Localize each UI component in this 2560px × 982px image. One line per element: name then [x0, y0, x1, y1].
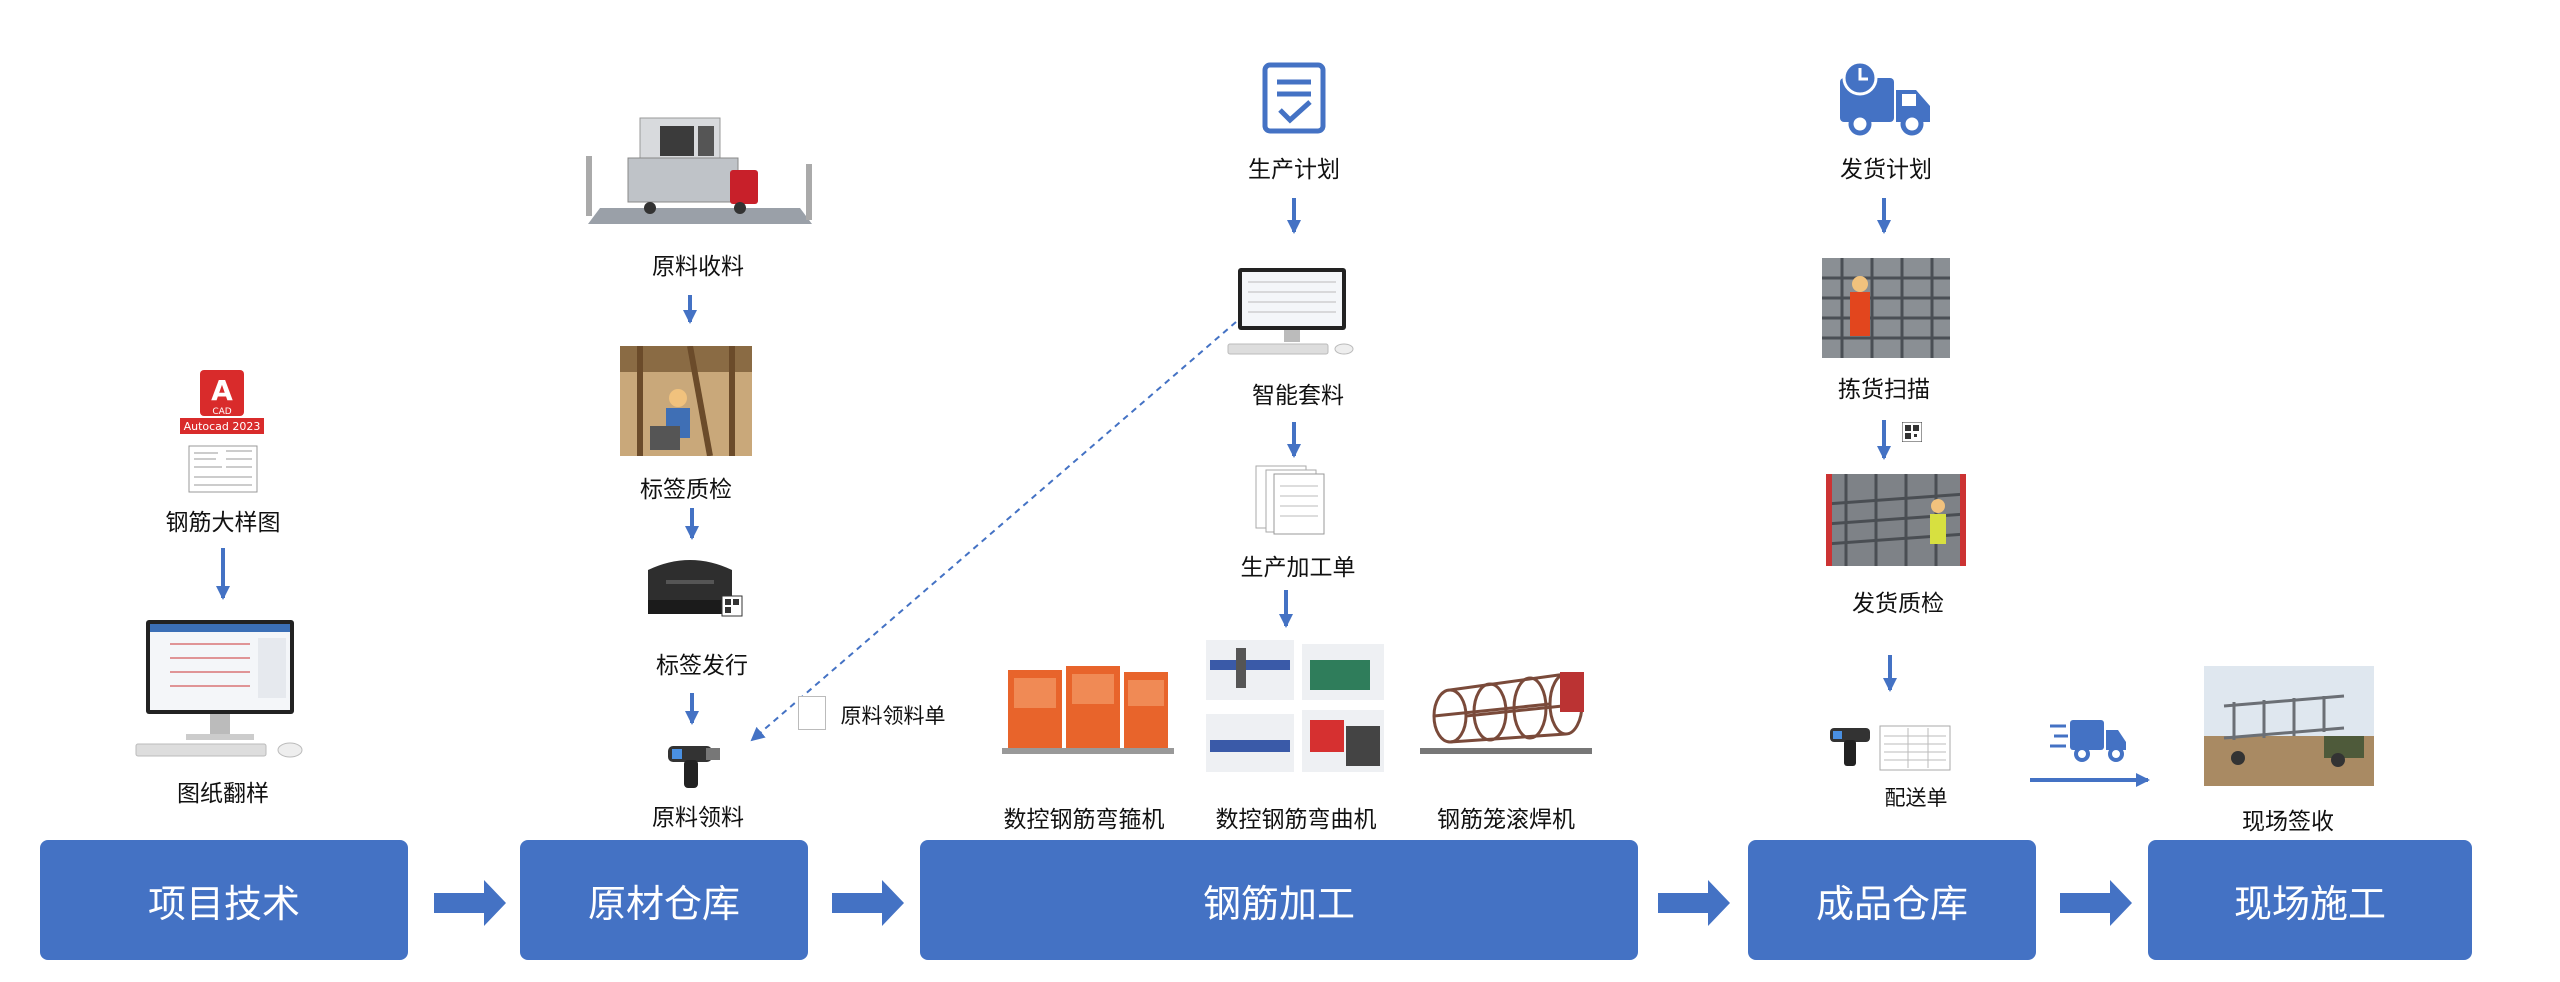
shipping-qc-photo [1825, 474, 1967, 566]
document-icon [798, 696, 826, 730]
node-label-drawing-review: 图纸翻样 [177, 781, 269, 807]
handheld-scanner-icon [666, 740, 724, 790]
node-label-shipping-qc: 发货质检 [1852, 591, 1944, 617]
stage-box-project-tech[interactable]: 项目技术 [40, 840, 408, 960]
autocad-logo: A CAD Autocad 2023 [180, 370, 264, 434]
site-receipt-photo [2204, 666, 2374, 786]
node-label-smart-nesting: 智能套料 [1252, 383, 1344, 409]
order-sheets-icon [1254, 464, 1326, 536]
stage-label: 成品仓库 [1815, 881, 1968, 926]
svg-text:CAD: CAD [212, 407, 231, 417]
cage-welder-image [1420, 664, 1592, 764]
stage-box-site-construction[interactable]: 现场施工 [2148, 840, 2472, 960]
node-label-label-issue: 标签发行 [656, 653, 748, 679]
stirrup-bender-image [1002, 660, 1174, 760]
stage-label: 现场施工 [2233, 881, 2386, 926]
stage-box-raw-warehouse[interactable]: 原材仓库 [520, 840, 808, 960]
node-label-shipping-plan: 发货计划 [1840, 157, 1932, 183]
svg-text:A: A [211, 374, 233, 407]
inspection-photo [620, 345, 752, 457]
machine-label-cage-welder: 钢筋笼滚焊机 [1437, 807, 1575, 833]
delivery-truck-clock-icon [1838, 60, 1932, 136]
checklist-icon [1262, 62, 1326, 134]
stage-box-finished-warehouse[interactable]: 成品仓库 [1748, 840, 2036, 960]
monitor-icon [130, 618, 310, 760]
truck-scale-image [580, 108, 820, 230]
qr-code-icon [1901, 421, 1923, 443]
node-label-pick-sheet: 原料领料单 [840, 704, 946, 728]
machine-label-stirrup-bender: 数控钢筋弯箍机 [1003, 807, 1165, 833]
node-label-raw-pick: 原料领料 [652, 805, 744, 831]
stage-label: 原材仓库 [587, 881, 740, 926]
scanner-delivery-sheet-icon [1830, 724, 1952, 774]
node-label-production-plan: 生产计划 [1248, 157, 1340, 183]
label-printer-icon [640, 550, 744, 626]
stage-label: 钢筋加工 [1202, 881, 1355, 926]
fast-truck-icon [2050, 716, 2128, 764]
node-label-production-order: 生产加工单 [1240, 555, 1356, 581]
stage-box-rebar-processing[interactable]: 钢筋加工 [920, 840, 1638, 960]
node-label-receiving: 原料收料 [652, 254, 744, 280]
node-label-label-qc: 标签质检 [640, 477, 732, 503]
computer-icon [1226, 266, 1358, 358]
bending-machines-image [1206, 640, 1386, 774]
node-label-drawing: 钢筋大样图 [165, 510, 281, 536]
drawing-sheet-icon [188, 445, 258, 493]
node-label-picking-scan: 拣货扫描 [1838, 377, 1930, 403]
node-label-delivery-note: 配送单 [1884, 786, 1948, 810]
node-label-site-receipt: 现场签收 [2242, 809, 2334, 835]
stage-label: 项目技术 [147, 881, 300, 926]
svg-text:Autocad 2023: Autocad 2023 [184, 420, 261, 433]
picking-scan-photo [1822, 258, 1950, 358]
machine-label-bending-machine: 数控钢筋弯曲机 [1215, 807, 1377, 833]
stage-arrow [434, 880, 2132, 926]
